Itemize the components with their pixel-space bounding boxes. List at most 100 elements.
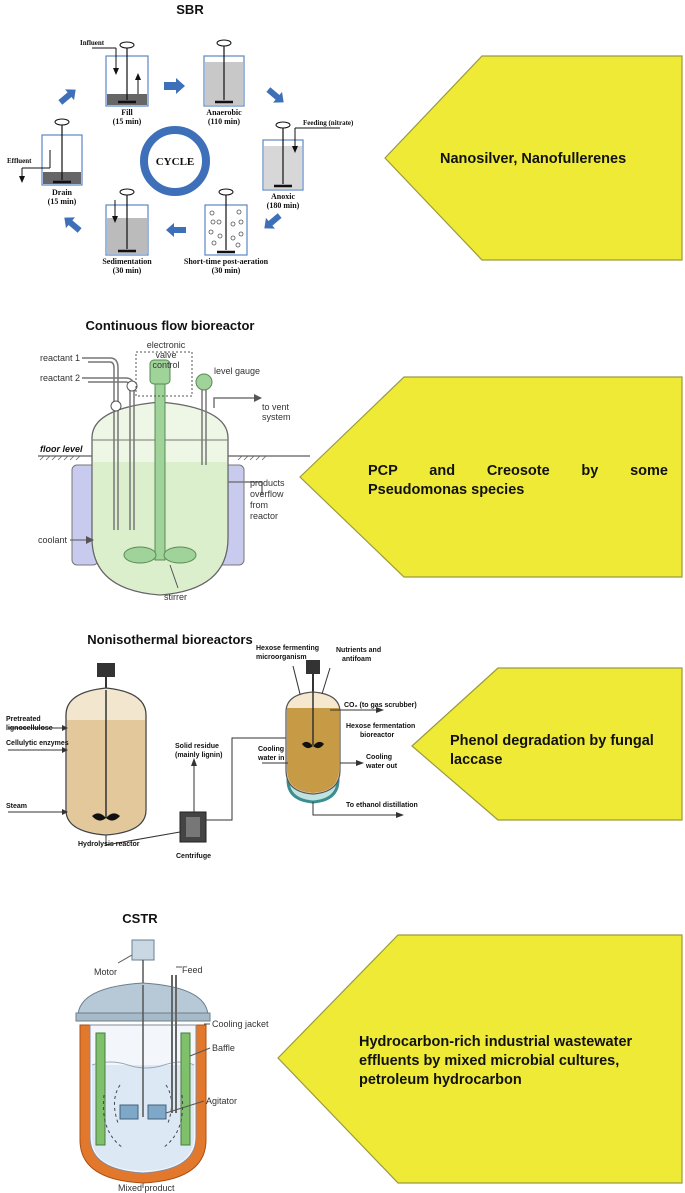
stage-fill-name: Fill xyxy=(121,108,133,117)
label-level-gauge: level gauge xyxy=(214,366,260,376)
callout-line-2: effluents by mixed microbial cultures, xyxy=(359,1053,620,1069)
callout-shape xyxy=(384,55,683,261)
label-centrifuge: Centrifuge xyxy=(176,853,211,860)
stage-post-aeration-name: Short-time post-aeration xyxy=(184,257,269,266)
label-solid-2: (mainly lignin) xyxy=(175,752,222,759)
label-ethanol: To ethanol distillation xyxy=(346,802,418,809)
stage-sedimentation-time: (30 min) xyxy=(113,266,142,275)
callout-shape xyxy=(299,376,683,578)
stage-anoxic-time: (180 min) xyxy=(267,201,300,210)
label-hexose-bio-2: bioreactor xyxy=(360,732,395,739)
diagram-title: Nonisothermal bioreactors xyxy=(87,632,253,647)
cstr-panel: Motor Feed Cooling jacket Baffle Agitato… xyxy=(0,885,685,1193)
callout-line-3: petroleum hydrocarbon xyxy=(359,1072,522,1088)
sbr-diagram: CYCLE Influent Fill (15 min) Anaerobic (… xyxy=(7,39,683,275)
label-hydrolysis: Hydrolysis reactor xyxy=(78,841,140,848)
label-influent: Influent xyxy=(80,39,105,47)
cycle-arrow-4 xyxy=(166,223,186,237)
label-steam: Steam xyxy=(6,803,27,810)
label-coolant: coolant xyxy=(38,535,68,545)
label-hexose-micro-2: microorganism xyxy=(256,654,307,661)
cycle-arrow-3 xyxy=(264,213,282,229)
cycle-arrows xyxy=(58,78,284,237)
callout-line-1: Hydrocarbon-rich industrial wastewater xyxy=(359,1034,633,1050)
label-products-3: from xyxy=(250,500,268,510)
tank-drain xyxy=(19,118,83,186)
label-nutrients-2: antifoam xyxy=(342,656,371,663)
callout-text: Hydrocarbon-rich industrial wastewater e… xyxy=(359,1033,674,1090)
stage-sedimentation-name: Sedimentation xyxy=(102,257,152,266)
label-cooling-in-1: Cooling xyxy=(258,746,284,753)
label-motor: Motor xyxy=(94,967,117,977)
label-hexose-micro-1: Hexose fermenting xyxy=(256,645,319,652)
label-reactant-1: reactant 1 xyxy=(40,353,80,363)
label-floor: floor level xyxy=(40,444,83,454)
label-pretreated-2: lignocellulose xyxy=(6,725,53,732)
callout-line-1: PCP and Creosote by some xyxy=(368,463,668,479)
label-baffle: Baffle xyxy=(212,1043,235,1053)
diagram-title: SBR xyxy=(176,2,204,17)
callout-text: PCP and Creosote by some Pseudomonas spe… xyxy=(368,462,668,500)
cycle-arrow-1 xyxy=(164,78,185,94)
callout-line-2: Pseudomonas species xyxy=(368,482,525,498)
stage-anoxic-name: Anoxic xyxy=(271,192,295,201)
label-vent-1: to vent xyxy=(262,402,290,412)
label-cooling-jacket: Cooling jacket xyxy=(212,1019,269,1029)
label-products-2: overflow xyxy=(250,489,284,499)
agitator xyxy=(119,1104,139,1120)
tank-anoxic xyxy=(262,121,340,191)
label-agitator: Agitator xyxy=(206,1096,237,1106)
label-feeding: Feeding (nitrate) xyxy=(303,119,354,127)
callout-text: Phenol degradation by fungal laccase xyxy=(450,732,680,770)
tank-sedimentation xyxy=(105,188,149,256)
stage-fill-time: (15 min) xyxy=(113,117,142,126)
tank-anaerobic xyxy=(203,39,245,107)
tank-fill xyxy=(92,41,149,107)
label-hexose-bio-1: Hexose fermentation xyxy=(346,723,415,730)
cycle-arrow-6 xyxy=(58,89,76,105)
callout-shape xyxy=(411,667,683,821)
callout-line-2: laccase xyxy=(450,752,503,768)
nib-panel: Pretreated lignocellulose Cellulytic enz… xyxy=(0,620,685,885)
cycle-arrow-2 xyxy=(266,87,284,103)
diagram-title: Continuous flow bioreactor xyxy=(85,318,255,333)
label-mixed: Mixed product xyxy=(118,1183,175,1193)
motor xyxy=(131,939,155,961)
sbr-panel: CYCLE Influent Fill (15 min) Anaerobic (… xyxy=(0,0,685,290)
label-valve-2: valve xyxy=(155,350,176,360)
label-valve-1: electronic xyxy=(147,340,186,350)
label-reactant-2: reactant 2 xyxy=(40,373,80,383)
stage-drain-name: Drain xyxy=(52,188,73,197)
diagram-title: CSTR xyxy=(122,911,158,926)
cfb-panel: reactant 1 reactant 2 electronic valve c… xyxy=(0,290,685,620)
cycle-ring xyxy=(140,126,210,196)
tank-post-aeration xyxy=(204,188,248,256)
cstr-diagram: Motor Feed Cooling jacket Baffle Agitato… xyxy=(75,934,683,1193)
label-pretreated-1: Pretreated xyxy=(6,716,41,723)
callout-line-1: Phenol degradation by fungal xyxy=(450,733,654,749)
label-cooling-out-2: water out xyxy=(365,763,398,770)
nib-diagram: Pretreated lignocellulose Cellulytic enz… xyxy=(6,645,683,860)
label-products-4: reactor xyxy=(250,511,278,521)
label-effluent: Effluent xyxy=(7,157,32,165)
label-feed: Feed xyxy=(182,965,203,975)
stage-post-aeration-time: (30 min) xyxy=(212,266,241,275)
label-co2: CO₂ (to gas scrubber) xyxy=(344,702,417,709)
stage-anaerobic-time: (110 min) xyxy=(208,117,241,126)
label-valve-3: control xyxy=(152,360,179,370)
label-cooling-in-2: water in xyxy=(257,755,284,762)
label-enzymes: Cellulytic enzymes xyxy=(6,740,69,747)
cycle-label: CYCLE xyxy=(156,156,195,168)
label-stirrer: stirrer xyxy=(164,592,187,602)
label-vent-2: system xyxy=(262,412,291,422)
callout-text: Nanosilver, Nanofullerenes xyxy=(440,151,627,167)
label-nutrients-1: Nutrients and xyxy=(336,647,381,654)
label-products-1: products xyxy=(250,478,285,488)
label-solid-1: Solid residue xyxy=(175,743,219,750)
cycle-arrow-5 xyxy=(64,217,82,233)
cfb-diagram: reactant 1 reactant 2 electronic valve c… xyxy=(38,340,683,602)
label-cooling-out-1: Cooling xyxy=(366,754,392,761)
stage-anaerobic-name: Anaerobic xyxy=(206,108,242,117)
callout-shape xyxy=(277,934,683,1184)
stage-drain-time: (15 min) xyxy=(48,197,77,206)
